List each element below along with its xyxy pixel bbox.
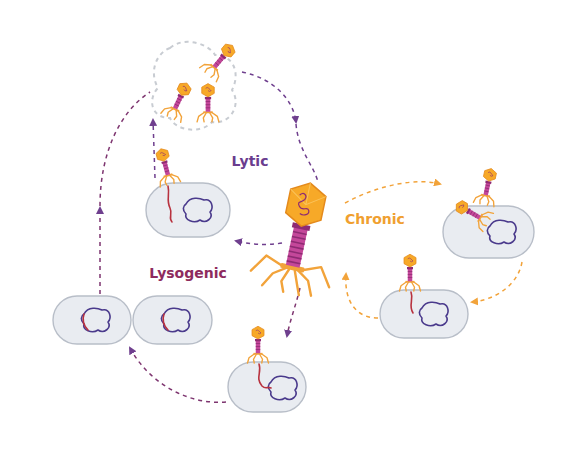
- phage: [451, 195, 493, 232]
- cycle-label: Chronic: [345, 211, 405, 227]
- injected-dna: [168, 186, 172, 222]
- chromosome: [268, 376, 297, 399]
- lytic-arrow: [236, 241, 282, 244]
- bacterial-chromosomes: [81, 198, 516, 399]
- injected-dna: [259, 364, 271, 388]
- phage: [400, 254, 421, 291]
- phage: [197, 84, 219, 122]
- phage-dna: [83, 186, 413, 388]
- integrated-prophage: [163, 314, 168, 330]
- bacterium-cell: [146, 183, 230, 237]
- lysogenic-arrow: [130, 348, 226, 402]
- injected-dna: [411, 292, 413, 313]
- phage: [161, 79, 197, 123]
- cycle-label: Lytic: [232, 153, 269, 169]
- lysogenic-arrow: [99, 208, 101, 294]
- chronic-arrow: [346, 274, 378, 318]
- bacterium-cell: [380, 290, 468, 338]
- phage: [200, 38, 241, 81]
- lytic-arrow: [153, 120, 155, 178]
- bacterium-cell: [228, 362, 306, 412]
- cycle-label: Lysogenic: [149, 265, 227, 281]
- phage: [248, 326, 269, 363]
- phage: [151, 146, 181, 187]
- bacterium-cell: [53, 296, 131, 344]
- lytic-arrow: [242, 72, 296, 122]
- central-phage: [248, 175, 350, 301]
- bacterium-cell: [443, 206, 534, 258]
- cycle-arrows: [100, 72, 522, 402]
- phage: [473, 166, 501, 206]
- lytic-arrow: [296, 124, 318, 182]
- chromosome: [419, 302, 448, 325]
- bacterium-cell: [133, 296, 212, 344]
- small-phages: [151, 38, 502, 363]
- integrated-prophage: [83, 314, 88, 330]
- chromosome: [161, 308, 190, 331]
- chromosome: [183, 198, 212, 221]
- chromosome: [81, 308, 110, 331]
- chronic-arrow: [472, 262, 522, 302]
- lysogenic-arrow: [100, 92, 150, 206]
- chronic-arrow: [345, 182, 440, 203]
- chromosome: [487, 220, 516, 243]
